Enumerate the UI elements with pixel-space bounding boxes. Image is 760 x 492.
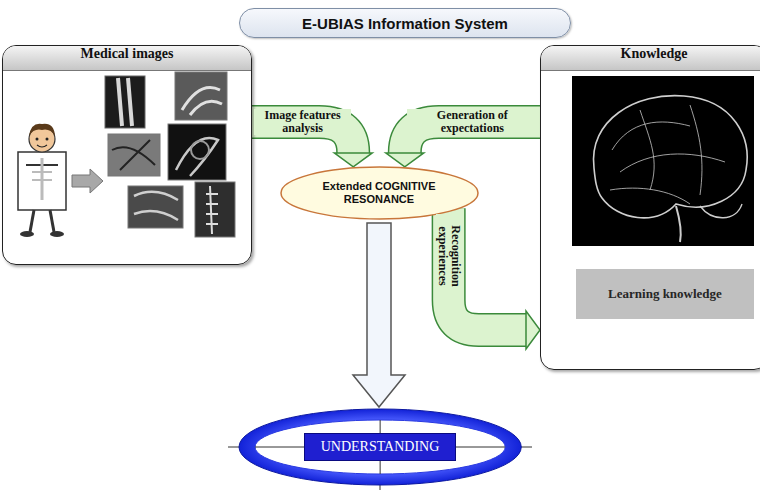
panel-heading: Medical images bbox=[3, 46, 251, 71]
xray-images-part bbox=[112, 140, 155, 170]
panel-box: KnowledgeLearning knowledge bbox=[540, 45, 760, 370]
resonance-ellipse: Extended COGNITIVE RESONANCE bbox=[280, 166, 479, 220]
patient-figure-part bbox=[30, 210, 34, 232]
patient-figure-part bbox=[72, 169, 103, 193]
box-label: Learning knowledge bbox=[608, 286, 722, 302]
brain-image-part bbox=[572, 76, 754, 246]
brain-image-part bbox=[700, 204, 742, 218]
xray-images-part bbox=[128, 186, 183, 228]
patient-figure-part bbox=[18, 152, 66, 210]
xray-images-part bbox=[206, 186, 218, 234]
ring-outer bbox=[239, 409, 521, 485]
xray-images-part bbox=[182, 88, 222, 116]
arrow-head bbox=[386, 153, 424, 167]
xray-images-part bbox=[176, 138, 218, 176]
brain-image-part bbox=[593, 96, 747, 218]
hollow-arrow bbox=[353, 223, 405, 407]
brain-image bbox=[572, 76, 754, 246]
patient-figure bbox=[18, 124, 103, 237]
xray-images-part bbox=[134, 192, 178, 220]
ellipse-label: Extended COGNITIVE RESONANCE bbox=[314, 180, 444, 206]
arrow-head bbox=[334, 153, 372, 167]
xray-images-part bbox=[118, 78, 132, 126]
brain-image-part bbox=[610, 105, 725, 204]
brain-image-part bbox=[676, 206, 681, 242]
xray-images-part bbox=[105, 76, 145, 128]
ellipse-outline bbox=[281, 167, 478, 219]
arrow-label: Generation of expectations bbox=[407, 109, 538, 135]
xray-images-part bbox=[195, 182, 235, 237]
crosshair-lines bbox=[228, 410, 532, 490]
xray-images-part bbox=[108, 134, 160, 176]
arrow-label: Image features analysis bbox=[254, 109, 351, 135]
panel-box: Medical images bbox=[2, 45, 252, 265]
xray-images-part bbox=[191, 141, 209, 159]
panel-heading: Knowledge bbox=[541, 46, 760, 71]
patient-figure-part bbox=[32, 171, 52, 173]
understanding-label: UNDERSTANDING bbox=[304, 433, 457, 461]
arrow-label: Recognition experiences bbox=[436, 214, 462, 298]
xray-images bbox=[105, 72, 235, 237]
patient-figure-part bbox=[50, 231, 64, 237]
arrow-head bbox=[526, 311, 540, 349]
xray-images-part bbox=[175, 72, 227, 120]
curved-arrow bbox=[449, 208, 540, 349]
ring-inner bbox=[255, 420, 505, 474]
patient-figure-part bbox=[29, 124, 55, 136]
patient-figure-part bbox=[20, 231, 34, 237]
title-box: E-UBIAS Information System bbox=[239, 8, 571, 38]
flow-arrow bbox=[353, 223, 405, 407]
knowledge-box: Learning knowledge bbox=[576, 269, 754, 319]
understanding-ring: UNDERSTANDING bbox=[238, 408, 522, 486]
patient-figure-part bbox=[36, 138, 39, 141]
patient-figure-part bbox=[46, 138, 49, 141]
patient-figure-part bbox=[32, 179, 52, 181]
patient-figure-part bbox=[50, 210, 54, 232]
patient-figure-part bbox=[37, 145, 47, 147]
xray-images-part bbox=[168, 124, 226, 180]
